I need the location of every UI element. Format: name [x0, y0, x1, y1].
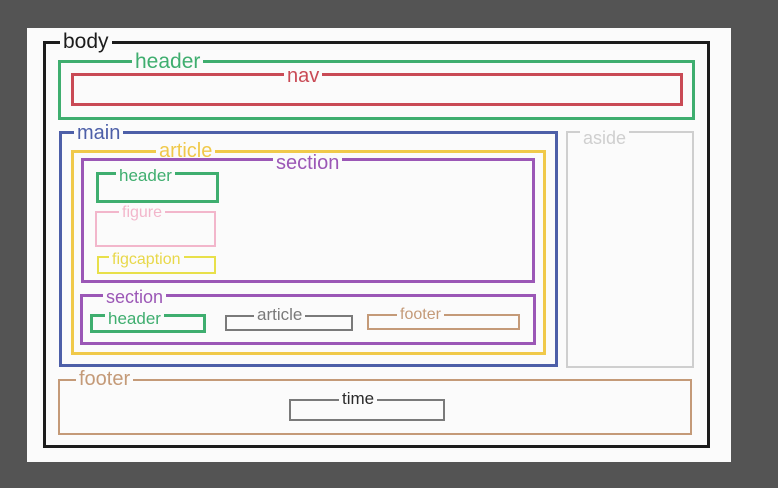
- body-label: body: [60, 31, 112, 52]
- aside-label: aside: [580, 129, 630, 147]
- diagram-canvas: body header nav main article section hea…: [27, 28, 731, 462]
- body-box: body: [43, 31, 710, 448]
- footer-box: footer: [58, 369, 692, 435]
- section2-footer-label: footer: [397, 307, 444, 323]
- inner-header-label: header: [116, 167, 175, 184]
- nav-box: nav: [71, 66, 683, 106]
- section2-article-label: article: [254, 306, 306, 323]
- time-label: time: [339, 390, 378, 407]
- header-box: header: [58, 51, 695, 120]
- time-box: time: [289, 390, 445, 421]
- section-box: section: [81, 153, 535, 283]
- inner-header-box: header: [96, 167, 219, 203]
- figcaption-box: figcaption: [97, 252, 216, 274]
- main-label: main: [74, 123, 124, 143]
- figcaption-label: figcaption: [109, 252, 184, 268]
- aside-box: aside: [566, 129, 694, 368]
- section2-header-box: header: [90, 310, 206, 333]
- main-box: main: [59, 123, 558, 367]
- figure-label: figure: [119, 205, 166, 221]
- nav-label: nav: [284, 66, 323, 86]
- section2-label: section: [103, 288, 167, 306]
- section2-article-box: article: [225, 306, 353, 331]
- article-box: article: [71, 141, 546, 355]
- figure-box: figure: [95, 205, 216, 247]
- footer-label: footer: [76, 369, 134, 389]
- article-label: article: [156, 141, 216, 161]
- section2-box: section: [80, 288, 536, 345]
- section2-header-label: header: [105, 310, 164, 327]
- section2-footer-box: footer: [367, 307, 520, 330]
- header-label: header: [132, 51, 204, 72]
- section-label: section: [273, 153, 343, 173]
